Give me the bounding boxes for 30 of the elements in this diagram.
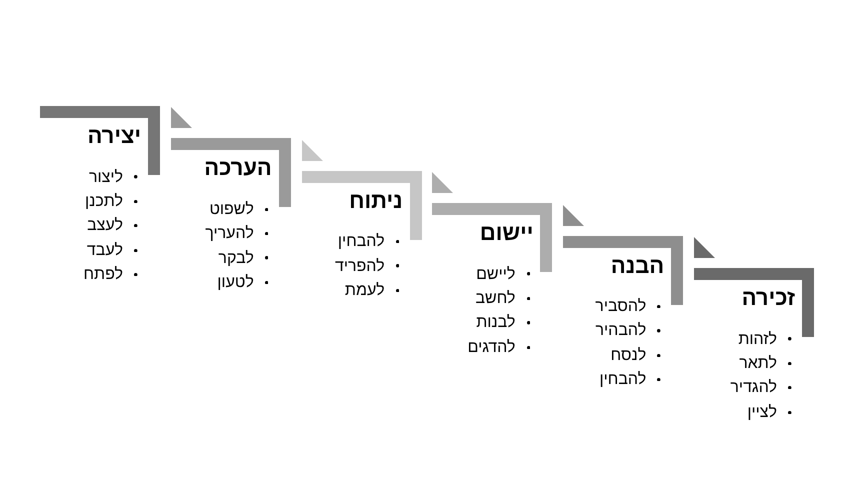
step-heading: יישום bbox=[480, 220, 534, 246]
list-item: לטעון bbox=[217, 273, 254, 292]
step-heading: זכירה bbox=[742, 285, 795, 311]
list-item: להגדיר bbox=[730, 378, 777, 398]
list-item: לתכנן bbox=[85, 192, 123, 211]
list-item: לבקר bbox=[218, 248, 254, 268]
list-item: לתאר bbox=[739, 354, 777, 373]
list-item: להבהיר bbox=[595, 321, 646, 340]
list-item: ליישם bbox=[476, 264, 516, 284]
list-item: לחשב bbox=[475, 289, 516, 308]
step-heading: הבנה bbox=[610, 252, 664, 279]
list-item: לעמת bbox=[344, 281, 385, 300]
list-item: להפריד bbox=[334, 256, 385, 276]
list-item: לשפוט bbox=[209, 200, 254, 219]
step-heading: הערכה bbox=[204, 155, 272, 182]
step-heading: ניתוח bbox=[349, 188, 403, 214]
list-item: לציין bbox=[747, 402, 777, 422]
list-item: ליצור bbox=[88, 168, 123, 186]
list-item: לזהות bbox=[738, 330, 777, 348]
list-item: לפתח bbox=[84, 265, 123, 284]
list-item: להבחין bbox=[338, 232, 385, 252]
list-item: להבחין bbox=[599, 370, 646, 390]
list-item: לעצב bbox=[87, 216, 123, 236]
list-item: להסביר bbox=[595, 297, 646, 316]
list-item: לעבד bbox=[86, 240, 123, 260]
list-item: להעריך bbox=[205, 224, 254, 244]
list-item: להדגים bbox=[468, 338, 516, 357]
list-item: לנסח bbox=[610, 346, 646, 365]
step-heading: יצירה bbox=[87, 123, 141, 149]
list-item: לבנות bbox=[476, 313, 516, 332]
